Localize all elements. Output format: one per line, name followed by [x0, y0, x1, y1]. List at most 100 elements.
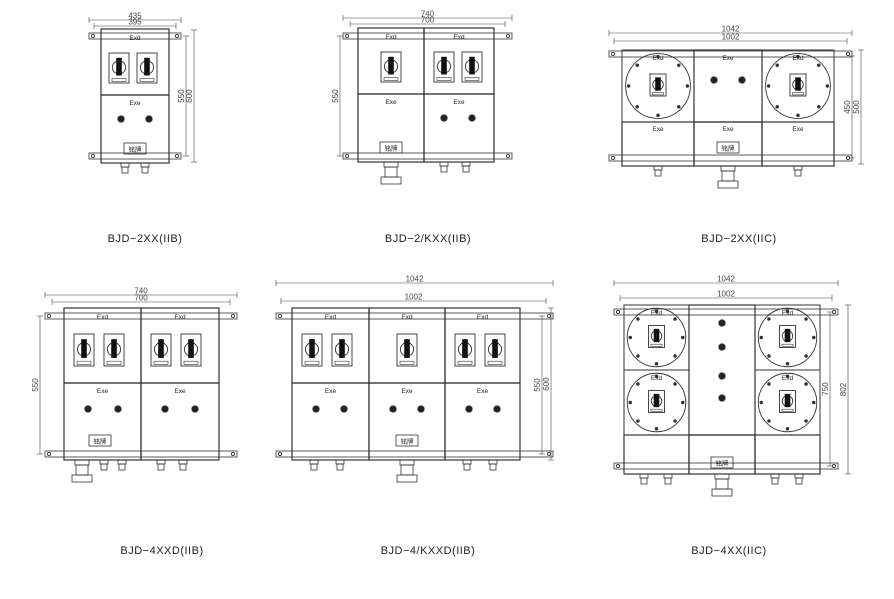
cover-bolt-icon: [804, 317, 808, 321]
cover-bolt-icon: [825, 84, 830, 88]
gland-body: [654, 169, 662, 177]
dim-label: 395: [128, 18, 142, 27]
cover-bolt-icon: [636, 317, 640, 321]
nameplate-frame: [395, 434, 419, 447]
gland-nut: [383, 161, 399, 168]
gland-nut: [770, 473, 780, 479]
dim-label: 740: [134, 287, 148, 296]
gland-body: [771, 477, 779, 485]
gland-nut: [663, 473, 673, 479]
nameplate-label: 铭牌: [716, 459, 730, 468]
gland-nut: [794, 473, 804, 479]
cover-bolt-icon: [759, 335, 764, 340]
breaker-handle: [655, 77, 661, 91]
gland-nut: [462, 459, 472, 465]
dim-height-outer: 600: [542, 307, 554, 461]
breaker-handle: [388, 56, 394, 75]
exd-label: Exd: [174, 314, 186, 321]
circuit-breaker-icon: [396, 333, 418, 367]
nameplate-label: 铭牌: [94, 437, 108, 446]
cover-bolt-icon: [775, 105, 779, 109]
dim-label: 550: [31, 378, 40, 392]
round-enclosure: Exd: [621, 49, 695, 123]
dim-label: 1042: [406, 275, 424, 284]
cover-bolt-icon: [656, 113, 660, 118]
nameplate-frame: [710, 456, 734, 469]
breaker-handle: [784, 393, 791, 408]
dim-height-outer: 600: [185, 29, 197, 163]
gland-nut: [178, 459, 188, 465]
gland-nut: [117, 459, 127, 465]
breaker-handle: [309, 339, 315, 358]
breaker-body: [331, 333, 353, 367]
cable-gland-icon: [663, 473, 673, 485]
dim-height-inner: 550: [177, 35, 189, 157]
dim-height-outer: 802: [839, 304, 851, 475]
dim-width-inner: 1002: [613, 33, 848, 44]
cover-bolt-icon: [628, 335, 633, 340]
gland-body: [141, 166, 149, 174]
round-enclosure-cover: [626, 307, 687, 368]
gland-nut: [399, 459, 415, 466]
cover-bolt-icon: [673, 419, 677, 423]
cover-bolt-icon: [812, 400, 816, 405]
cable-gland-icon: [156, 459, 166, 471]
rail-hole-icon: [277, 313, 283, 319]
cover-bolt-icon: [766, 84, 771, 88]
cover-bolt-icon: [812, 335, 816, 340]
breaker-base: [457, 360, 473, 365]
indicator-lamp-icon: [389, 405, 397, 413]
nameplate-label: 铭牌: [722, 144, 736, 153]
exd-label: Exd: [651, 375, 663, 382]
circuit-breaker-icon: [150, 333, 172, 367]
gland-nut: [488, 459, 498, 465]
exe-label: Exe: [174, 388, 186, 395]
cable-gland-icon: [711, 473, 733, 497]
gland-body: [463, 463, 471, 471]
cover-bolt-icon: [626, 84, 631, 88]
dim-label: 435: [128, 12, 142, 21]
rail-hole-icon: [344, 153, 350, 159]
exd-label: Exd: [782, 310, 794, 317]
breaker-body: [380, 51, 402, 83]
cover-bolt-icon: [767, 419, 771, 423]
breaker-body: [484, 333, 506, 367]
breaker-body: [108, 52, 130, 84]
breaker-handle: [469, 56, 475, 75]
caption-bjd-4-kxxd-iib: BJD−4/KXXD(IIB): [380, 545, 476, 557]
indicator-lamp-icon: [440, 114, 448, 122]
exe-label: Exe: [477, 388, 489, 395]
breaker-handle: [653, 393, 660, 408]
dim-label: 1042: [717, 275, 735, 284]
gland-body: [721, 170, 735, 182]
dim-label: 550: [331, 89, 340, 103]
cover-bolt-icon: [636, 382, 640, 386]
dim-width-inner: 1002: [280, 293, 547, 304]
nameplate-frame: [379, 141, 403, 154]
cover-bolt-icon: [673, 382, 677, 386]
exe-label: Exe: [792, 126, 804, 133]
dim-width-outer: 740: [342, 10, 513, 21]
dim-width-inner: 1002: [619, 290, 833, 301]
circuit-breaker-icon: [454, 333, 476, 367]
exe-label: Exe: [722, 55, 734, 62]
breaker-handle: [462, 339, 468, 358]
nameplate-frame: [716, 141, 740, 154]
indicator-lamp-icon: [718, 394, 726, 402]
rail-hole-icon: [615, 463, 621, 469]
breaker-body: [789, 73, 807, 97]
rail-hole-icon: [230, 313, 236, 319]
mounting-rail: [608, 154, 853, 162]
breaker-base: [334, 360, 350, 365]
dim-label: 600: [542, 377, 551, 391]
round-enclosure-cover: [757, 307, 818, 368]
gland-body: [75, 464, 89, 476]
cover-bolt-icon: [636, 419, 640, 423]
cover-bolt-icon: [759, 400, 764, 405]
circuit-breaker-icon: [484, 333, 506, 367]
rail-hole-icon: [615, 309, 621, 315]
gland-body: [640, 477, 648, 485]
